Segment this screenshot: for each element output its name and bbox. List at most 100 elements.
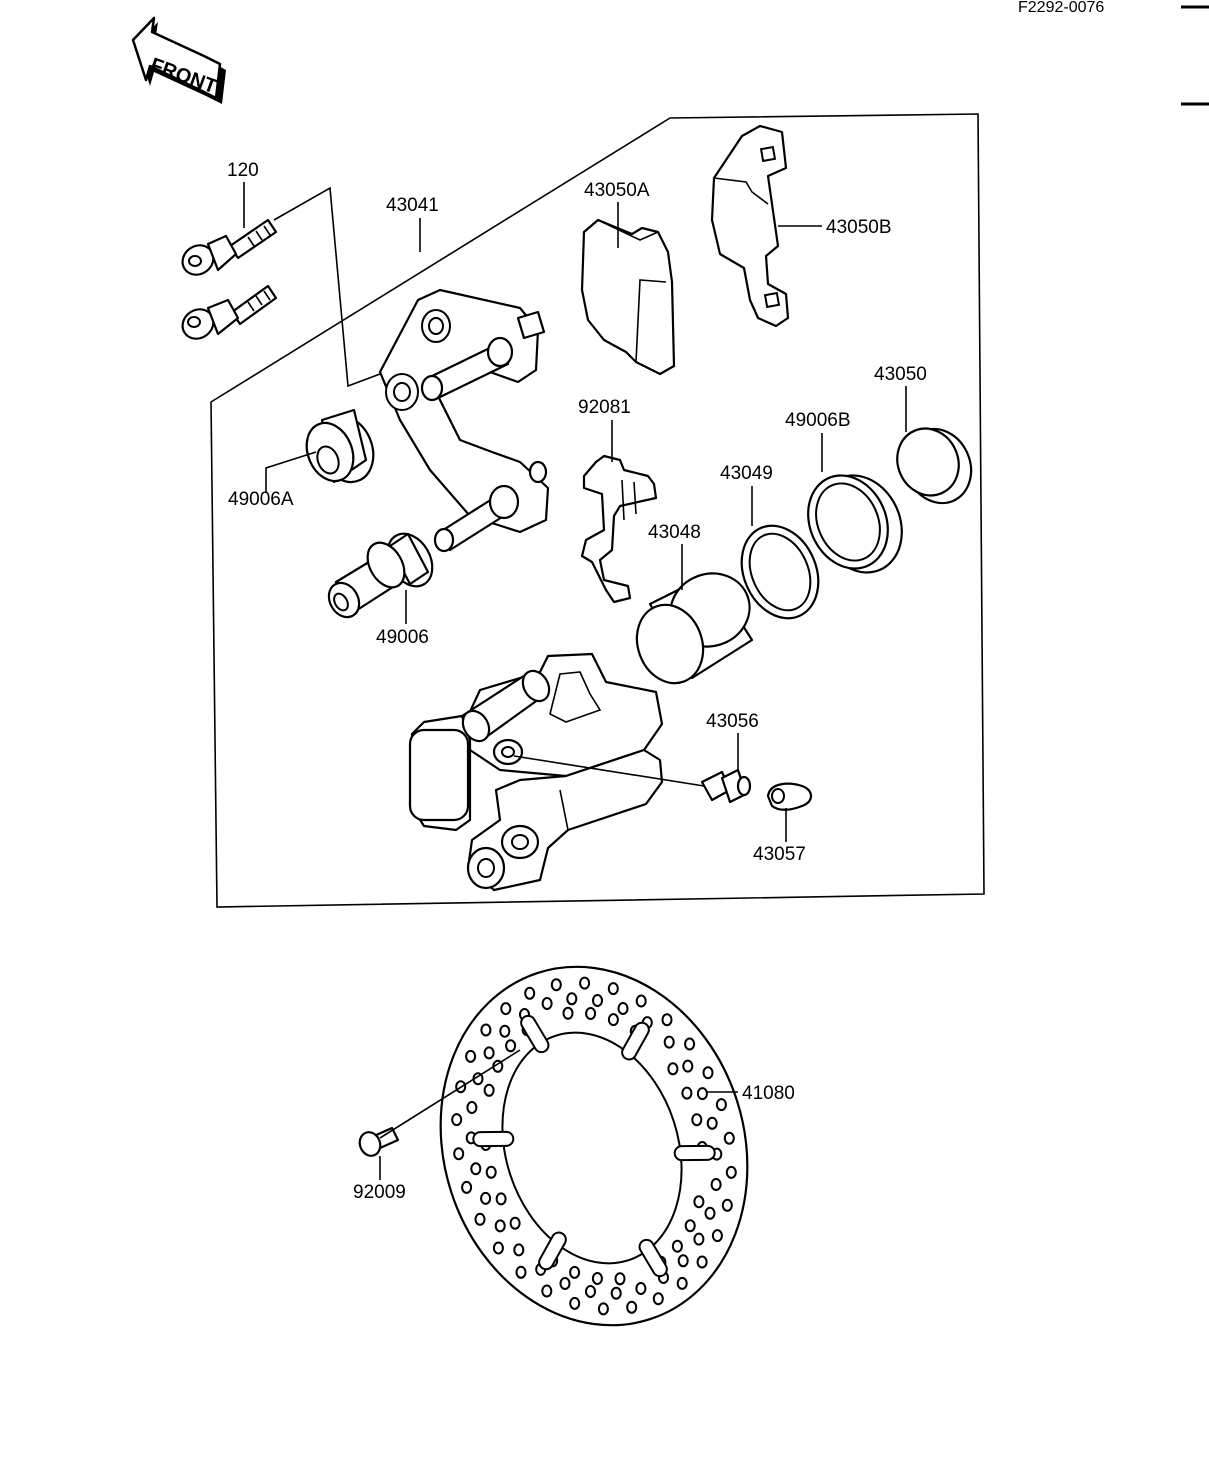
- disc-hole: [569, 1265, 581, 1279]
- disc-hole: [676, 1276, 688, 1290]
- disc-hole: [684, 1037, 696, 1051]
- disc-hole: [483, 1046, 495, 1060]
- disc-hole: [635, 994, 647, 1008]
- disc-hole: [682, 1059, 694, 1073]
- disc-hole: [505, 1039, 517, 1053]
- disc-hole: [681, 1086, 693, 1100]
- disc-hole: [610, 1286, 622, 1300]
- disc-hole: [723, 1131, 735, 1145]
- disc-hole: [559, 1277, 571, 1290]
- front-arrow-icon: FRONT: [131, 16, 226, 104]
- leader-screw-axis: [379, 1049, 521, 1139]
- disc-slot: [472, 1130, 515, 1148]
- disc-hole: [706, 1116, 718, 1130]
- disc-hole: [617, 1002, 629, 1015]
- disc-hole: [541, 997, 553, 1010]
- disc-hole: [591, 1272, 603, 1285]
- piston-seal-43049: [740, 524, 820, 620]
- disc-hole: [704, 1206, 716, 1220]
- label-43041: 43041: [386, 195, 439, 216]
- figure-code: F2292-0076: [1018, 0, 1104, 16]
- disc-screw-92009: [358, 1126, 400, 1157]
- brake-pad-43050b: [710, 124, 790, 328]
- disc-hole: [492, 1241, 504, 1255]
- dust-seal-49006b: [807, 474, 903, 574]
- disc-hole: [607, 982, 619, 996]
- caliper-body: [408, 652, 664, 892]
- disc-hole: [453, 1147, 465, 1161]
- label-92009: 92009: [353, 1182, 406, 1203]
- slide-pin-49006: [327, 532, 434, 619]
- caliper-bracket: [378, 288, 550, 553]
- disc-hole: [684, 1219, 696, 1233]
- brake-pad-43050a: [580, 218, 676, 376]
- disc-slot: [673, 1144, 716, 1162]
- caliper-bolt-lower: [181, 284, 278, 340]
- disc-hole: [474, 1212, 486, 1226]
- disc-hole: [509, 1216, 521, 1230]
- disc-hole: [592, 994, 603, 1007]
- disc-hole: [693, 1195, 705, 1209]
- disc-hole: [671, 1239, 683, 1253]
- pad-spring-92081: [580, 454, 658, 604]
- label-49006a: 49006A: [228, 489, 294, 510]
- label-43050: 43050: [874, 364, 927, 385]
- disc-hole: [495, 1192, 507, 1206]
- disc-hole: [524, 986, 536, 1000]
- disc-hole: [711, 1229, 723, 1243]
- piston-43048: [635, 572, 754, 685]
- disc-hole: [635, 1282, 647, 1295]
- disc-hole: [461, 1180, 473, 1194]
- disc-hole: [725, 1165, 737, 1179]
- disc-hole: [696, 1087, 708, 1101]
- disc-hole: [710, 1178, 722, 1191]
- disc-hole: [585, 1007, 597, 1020]
- disc-hole-pattern: [451, 976, 737, 1316]
- disc-hole: [470, 1162, 482, 1176]
- disc-hole: [566, 992, 578, 1006]
- disc-hole: [451, 1113, 463, 1127]
- disc-hole: [500, 1002, 512, 1016]
- disc-hole: [691, 1113, 703, 1127]
- disc-hole: [677, 1254, 689, 1268]
- disc-slot: [638, 1238, 668, 1278]
- label-92081: 92081: [578, 397, 631, 418]
- disc-hole: [715, 1098, 727, 1112]
- label-49006b: 49006B: [785, 410, 851, 431]
- disc-hole: [483, 1083, 495, 1097]
- dust-boot-49006a: [305, 408, 375, 484]
- disc-hole: [485, 1165, 497, 1179]
- disc-hole: [667, 1062, 679, 1076]
- disc-hole: [480, 1191, 492, 1205]
- disc-hole: [661, 1013, 673, 1027]
- disc-hole: [626, 1300, 638, 1314]
- disc-hole: [513, 1243, 525, 1257]
- label-43057: 43057: [753, 844, 806, 865]
- disc-hole: [597, 1302, 609, 1316]
- disc-hole: [541, 1284, 553, 1298]
- disc-hole: [663, 1035, 675, 1049]
- disc-hole: [693, 1232, 705, 1246]
- label-43050b: 43050B: [826, 217, 892, 238]
- disc-hole: [480, 1023, 492, 1037]
- disc-hole: [569, 1296, 581, 1310]
- bleeder-valve-43056: [700, 768, 752, 804]
- cap-43050: [896, 427, 973, 505]
- label-43050a: 43050A: [584, 180, 650, 201]
- label-43048: 43048: [648, 522, 701, 543]
- leader-49006a: [265, 451, 317, 492]
- disc-hole: [515, 1265, 527, 1279]
- disc-hole: [652, 1292, 664, 1306]
- caliper-bolt-upper: [181, 218, 278, 276]
- leader-bolt-bracket: [273, 186, 381, 388]
- label-43049: 43049: [720, 463, 773, 484]
- disc-hole: [721, 1198, 733, 1212]
- disc-hole: [607, 1013, 619, 1027]
- disc-hole: [562, 1006, 574, 1020]
- label-43056: 43056: [706, 711, 759, 732]
- disc-hole: [465, 1049, 477, 1063]
- disc-hole: [614, 1272, 626, 1286]
- leader-bleeder-axis: [513, 755, 705, 787]
- disc-hole: [579, 976, 591, 990]
